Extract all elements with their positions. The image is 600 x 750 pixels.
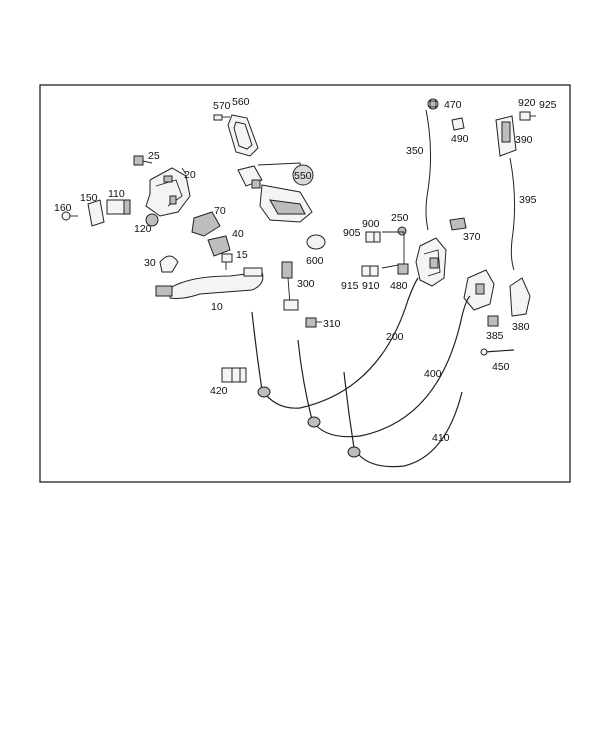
part-385-screw: [487, 315, 499, 327]
callout-10: 10: [211, 301, 223, 313]
part-25-screw: [133, 155, 153, 166]
part-20-bracket: [145, 167, 191, 217]
callout-390: 390: [515, 134, 533, 146]
callout-550: 550: [294, 170, 312, 182]
callout-120: 120: [134, 223, 152, 235]
part-40-cover: [207, 235, 231, 257]
part-550-handle-module: [237, 162, 314, 223]
callout-570: 570: [213, 100, 231, 112]
callout-600: 600: [306, 255, 324, 267]
callout-15: 15: [236, 249, 248, 261]
callout-410: 410: [432, 432, 450, 444]
callout-395: 395: [519, 194, 537, 206]
callout-350: 350: [406, 145, 424, 157]
part-900-clip: [365, 231, 381, 243]
callout-300: 300: [297, 278, 315, 290]
callout-30: 30: [144, 257, 156, 269]
part-250-screw: [397, 226, 407, 236]
part-110-lock-cylinder: [106, 199, 131, 215]
part-30-seal: [159, 255, 179, 273]
callout-925: 925: [539, 99, 557, 111]
callout-70: 70: [214, 205, 226, 217]
callout-20: 20: [184, 169, 196, 181]
part-395-cable: [509, 157, 516, 271]
callout-490: 490: [451, 133, 469, 145]
part-490-clip: [451, 117, 465, 131]
part-910-clip: [361, 265, 379, 277]
part-70-cap: [191, 211, 221, 237]
callout-25: 25: [148, 150, 160, 162]
part-380-bracket: [509, 277, 531, 317]
part-15-screw: [221, 253, 233, 270]
callout-560: 560: [232, 96, 250, 108]
callout-380: 380: [512, 321, 530, 333]
part-450-rod: [480, 348, 515, 356]
part-350-cable: [425, 109, 432, 231]
callout-905: 905: [343, 227, 361, 239]
callout-900: 900: [362, 218, 380, 230]
callout-400: 400: [424, 368, 442, 380]
callout-420: 420: [210, 385, 228, 397]
part-570-screw: [213, 114, 230, 121]
part-390-handle-inner: [495, 115, 517, 157]
part-160-pin: [61, 211, 78, 221]
part-150-cover: [87, 199, 105, 227]
callout-370: 370: [463, 231, 481, 243]
part-310-screw: [305, 317, 322, 328]
callout-915: 915: [341, 280, 359, 292]
callout-160: 160: [54, 202, 72, 214]
leader-900-910: [381, 231, 405, 269]
part-560-gasket: [227, 114, 259, 157]
callout-480: 480: [390, 280, 408, 292]
part-10-door-handle: [155, 267, 264, 299]
part-600-plug: [306, 234, 326, 250]
callout-910: 910: [362, 280, 380, 292]
diagram-frame: [39, 84, 571, 483]
callout-150: 150: [80, 192, 98, 204]
callout-470: 470: [444, 99, 462, 111]
part-lock-rear: [463, 269, 495, 311]
callout-200: 200: [386, 331, 404, 343]
callout-385: 385: [486, 330, 504, 342]
part-370-clip: [449, 217, 467, 231]
part-200-cable: [297, 295, 471, 438]
part-lock-front: [415, 237, 447, 287]
part-920-clip: [519, 111, 536, 121]
part-cable-front: [251, 277, 419, 409]
callout-450: 450: [492, 361, 510, 373]
part-470-clamp: [427, 98, 439, 110]
callout-310: 310: [323, 318, 341, 330]
part-400-cable: [343, 371, 463, 468]
part-120-bushing: [145, 213, 159, 227]
callout-110: 110: [108, 188, 125, 200]
callout-40: 40: [232, 228, 244, 240]
callout-920: 920: [518, 97, 536, 109]
part-480-screw: [397, 263, 409, 275]
part-420-clips: [221, 367, 247, 383]
part-300-linkage: [281, 261, 299, 311]
callout-250: 250: [391, 212, 409, 224]
